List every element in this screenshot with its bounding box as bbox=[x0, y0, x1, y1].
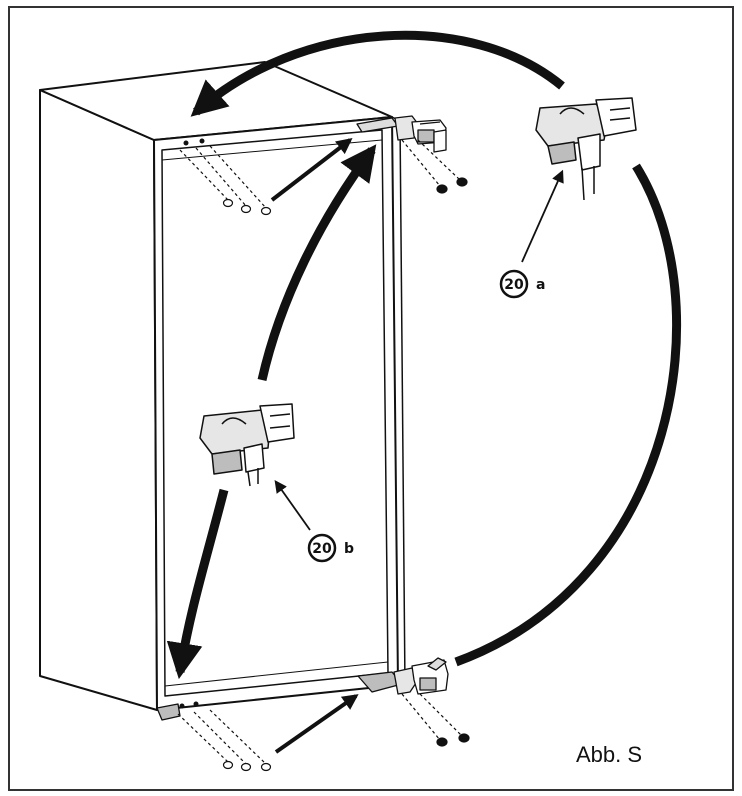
leader-20a bbox=[521, 169, 564, 263]
screw bbox=[436, 737, 448, 747]
top-screws bbox=[179, 139, 468, 216]
callout-20b-letter: b bbox=[344, 541, 354, 557]
callout-20a-letter: a bbox=[536, 277, 545, 293]
screw bbox=[240, 204, 252, 214]
screw bbox=[240, 762, 252, 772]
screw bbox=[260, 762, 272, 772]
arc-arrow-right bbox=[454, 163, 681, 667]
arrow-bottom-screws bbox=[274, 694, 359, 754]
hinge-part-b bbox=[199, 403, 295, 487]
callout-20a: 20 a bbox=[499, 269, 545, 299]
callout-20b-number: 20 bbox=[312, 541, 332, 557]
callout-20a-number: 20 bbox=[504, 277, 524, 293]
callout-20b: 20 b bbox=[307, 533, 354, 563]
arrow-top-screws bbox=[270, 138, 353, 202]
figure-caption: Abb. S bbox=[576, 742, 642, 767]
screw bbox=[436, 184, 448, 194]
movement-arrows bbox=[166, 30, 681, 754]
screw bbox=[458, 733, 470, 743]
arrow-to-bottom bbox=[166, 488, 229, 680]
top-hinge-assembly bbox=[356, 115, 447, 153]
screw bbox=[456, 177, 468, 187]
arc-arrow-top bbox=[190, 30, 565, 117]
leader-20b bbox=[274, 479, 311, 531]
screw bbox=[260, 206, 272, 216]
screw bbox=[222, 198, 234, 208]
screw bbox=[222, 760, 234, 770]
hinge-part-a bbox=[535, 97, 637, 201]
bottom-hinge-assembly bbox=[156, 657, 449, 721]
bottom-screws bbox=[177, 693, 470, 772]
cabinet-side-panel bbox=[39, 89, 158, 711]
arrow-to-top-hinge bbox=[257, 144, 377, 381]
